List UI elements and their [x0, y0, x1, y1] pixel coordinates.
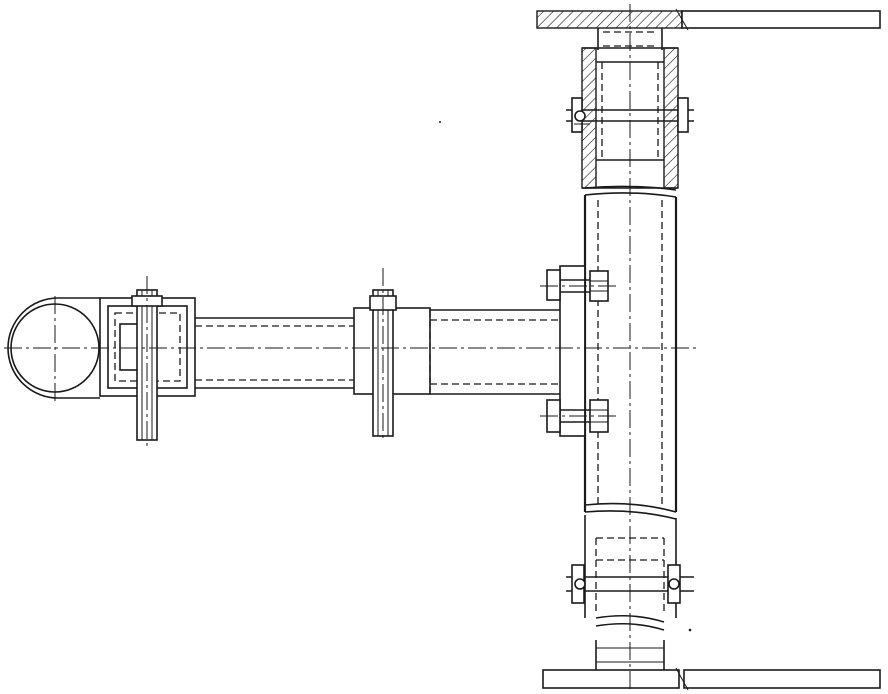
- bottom-sleeve: [566, 515, 694, 670]
- arm-clamp: [353, 268, 431, 440]
- horizontal-arm: [195, 309, 560, 395]
- flange: [540, 265, 618, 437]
- bottom-plate: [542, 667, 881, 691]
- top-plate: [536, 8, 881, 31]
- square-bracket: [99, 276, 196, 446]
- round-end-ring: [7, 296, 100, 402]
